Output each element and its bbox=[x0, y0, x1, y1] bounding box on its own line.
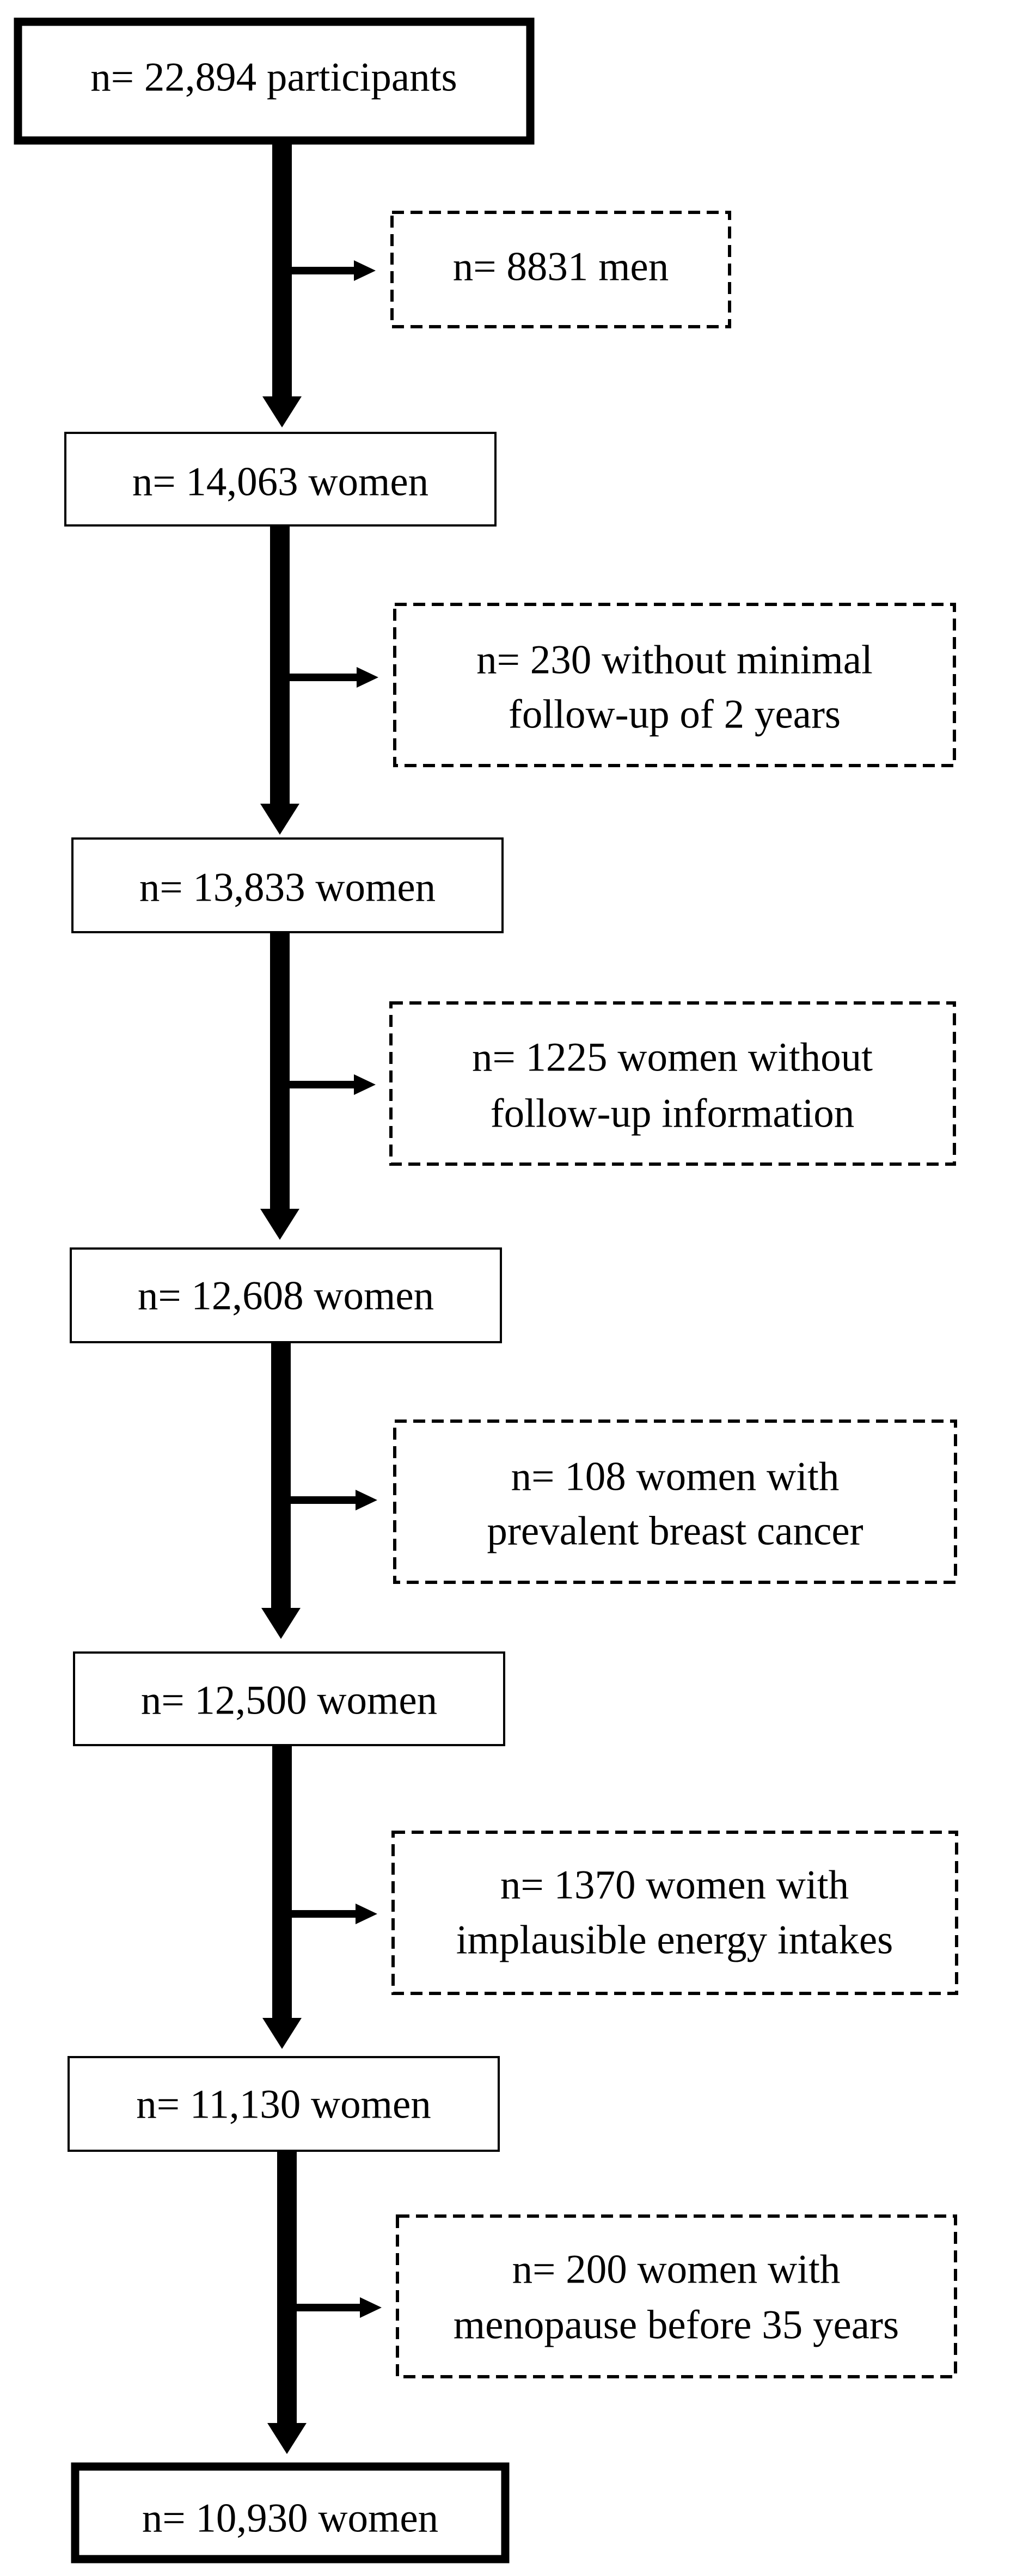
down-arrow-1-head bbox=[262, 396, 302, 427]
branch-arrow-5 bbox=[282, 1904, 377, 1924]
exclusion-6-line-2: menopause before 35 years bbox=[454, 2303, 899, 2348]
main-step-5-label: n= 12,500 women bbox=[141, 1678, 437, 1723]
exclusion-5: n= 1370 women with implausible energy in… bbox=[391, 1831, 958, 1995]
down-arrow-5 bbox=[262, 1746, 302, 2049]
main-step-4: n= 12,608 women bbox=[70, 1247, 502, 1343]
main-step-2-label: n= 14,063 women bbox=[132, 460, 428, 505]
exclusion-3-line-2: follow-up information bbox=[491, 1091, 855, 1136]
exclusion-5-line-1: n= 1370 women with bbox=[500, 1863, 849, 1908]
exclusion-2-line-1: n= 230 without minimal bbox=[476, 638, 873, 683]
main-step-5-box bbox=[73, 1651, 505, 1746]
branch-arrow-6 bbox=[287, 2297, 382, 2318]
main-step-7-box bbox=[71, 2462, 510, 2563]
down-arrow-4 bbox=[261, 1343, 301, 1639]
main-step-1-box bbox=[14, 17, 535, 145]
down-arrow-1 bbox=[262, 143, 302, 427]
main-step-6-label: n= 11,130 women bbox=[136, 2082, 431, 2127]
main-step-7: n= 10,930 women bbox=[71, 2462, 510, 2563]
branch-arrow-4 bbox=[281, 1490, 377, 1510]
exclusion-3-box bbox=[389, 1001, 956, 1166]
exclusion-2-box bbox=[393, 603, 956, 767]
main-step-1-label: n= 22,894 participants bbox=[90, 55, 457, 100]
exclusion-1-line-1: n= 8831 men bbox=[453, 244, 669, 290]
exclusion-4: n= 108 women with prevalent breast cance… bbox=[393, 1419, 957, 1584]
down-arrow-3-head bbox=[260, 1209, 299, 1240]
main-step-5: n= 12,500 women bbox=[73, 1651, 505, 1746]
exclusion-1-box bbox=[390, 211, 731, 328]
exclusion-5-box bbox=[391, 1831, 958, 1995]
exclusion-1: n= 8831 men bbox=[390, 211, 731, 328]
exclusion-4-box bbox=[393, 1419, 957, 1584]
down-arrow-6-head bbox=[267, 2423, 307, 2454]
branch-arrow-5-head bbox=[356, 1904, 377, 1924]
branch-arrow-3-head bbox=[354, 1074, 376, 1095]
down-arrow-2-head bbox=[260, 804, 299, 835]
main-step-2: n= 14,063 women bbox=[64, 432, 497, 527]
exclusion-2: n= 230 without minimal follow-up of 2 ye… bbox=[393, 603, 956, 767]
exclusion-6: n= 200 women with menopause before 35 ye… bbox=[396, 2214, 957, 2378]
main-step-4-box bbox=[70, 1247, 502, 1343]
main-step-4-label: n= 12,608 women bbox=[138, 1274, 434, 1319]
exclusion-3-line-1: n= 1225 women without bbox=[472, 1035, 873, 1080]
exclusion-2-line-2: follow-up of 2 years bbox=[509, 692, 841, 737]
main-step-3: n= 13,833 women bbox=[71, 837, 504, 933]
branch-arrow-6-head bbox=[360, 2297, 382, 2318]
exclusion-6-box bbox=[396, 2214, 957, 2378]
branch-arrow-2-head bbox=[357, 667, 378, 688]
main-step-3-box bbox=[71, 837, 504, 933]
branch-arrow-1-head bbox=[354, 260, 376, 281]
branch-arrow-2 bbox=[280, 667, 378, 688]
down-arrow-4-head bbox=[261, 1608, 301, 1639]
exclusion-4-line-1: n= 108 women with bbox=[511, 1454, 840, 1500]
main-step-2-box bbox=[64, 432, 497, 527]
branch-arrow-3 bbox=[280, 1074, 376, 1095]
branch-arrow-1 bbox=[282, 260, 376, 281]
down-arrow-2 bbox=[260, 527, 299, 835]
down-arrow-3 bbox=[260, 933, 299, 1240]
main-step-6: n= 11,130 women bbox=[68, 2056, 500, 2152]
main-step-6-box bbox=[68, 2056, 500, 2152]
down-arrow-5-head bbox=[262, 2018, 302, 2049]
down-arrow-6 bbox=[267, 2152, 307, 2454]
main-step-7-label: n= 10,930 women bbox=[142, 2496, 438, 2541]
exclusion-5-line-2: implausible energy intakes bbox=[456, 1918, 893, 1963]
exclusion-3: n= 1225 women without follow-up informat… bbox=[389, 1001, 956, 1166]
branch-arrow-4-head bbox=[356, 1490, 377, 1510]
exclusion-4-line-2: prevalent breast cancer bbox=[487, 1509, 863, 1554]
main-step-1: n= 22,894 participants bbox=[14, 17, 535, 145]
main-step-3-label: n= 13,833 women bbox=[139, 865, 436, 910]
exclusion-6-line-1: n= 200 women with bbox=[512, 2247, 841, 2292]
